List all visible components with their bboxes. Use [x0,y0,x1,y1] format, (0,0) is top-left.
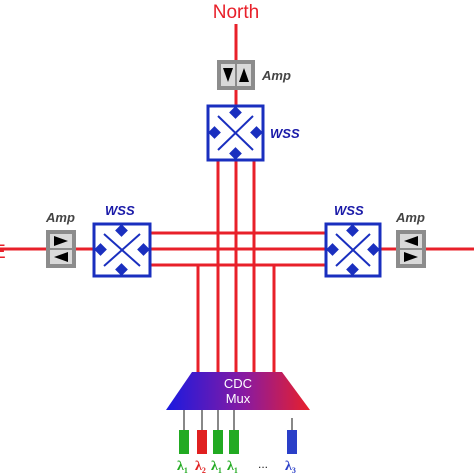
transponder-3 [213,430,223,454]
transponder-1 [179,430,189,454]
amp-top [217,60,255,90]
amp-right [396,230,426,268]
transponder-4 [229,430,239,454]
down-arrow-icon [223,68,233,82]
right-arrow-icon [54,236,68,246]
amp-top-label: Amp [261,68,291,83]
lambda-2: λ2 [195,459,206,474]
right-arrow-icon [404,252,418,262]
cdc-mux-label-line2: Mux [226,391,251,406]
amp-left-label: Amp [45,210,75,225]
fiber-network [0,24,474,378]
wss-top-label: WSS [270,126,300,141]
lambda-3: λ1 [211,459,222,474]
up-arrow-icon [239,68,249,82]
amp-left [46,230,76,268]
ellipsis: ... [258,457,268,471]
lambda-4: λ1 [227,459,238,474]
wss-top [206,104,265,162]
lambda-5: λ3 [285,459,296,474]
east-edge-label: E [0,242,6,263]
amp-right-label: Amp [395,210,425,225]
left-arrow-icon [54,252,68,262]
cdc-mux-label-line1: CDC [224,376,252,391]
wss-right [324,222,382,278]
wss-left [92,222,152,278]
wavelength-drops: λ1 λ2 λ1 λ1 ... λ3 [177,410,297,474]
transponder-5 [287,430,297,454]
lambda-1: λ1 [177,459,188,474]
cdc-mux: CDC Mux [166,372,310,410]
wss-left-label: WSS [105,203,135,218]
transponder-2 [197,430,207,454]
left-arrow-icon [404,236,418,246]
north-label: North [213,2,259,23]
wss-right-label: WSS [334,203,364,218]
